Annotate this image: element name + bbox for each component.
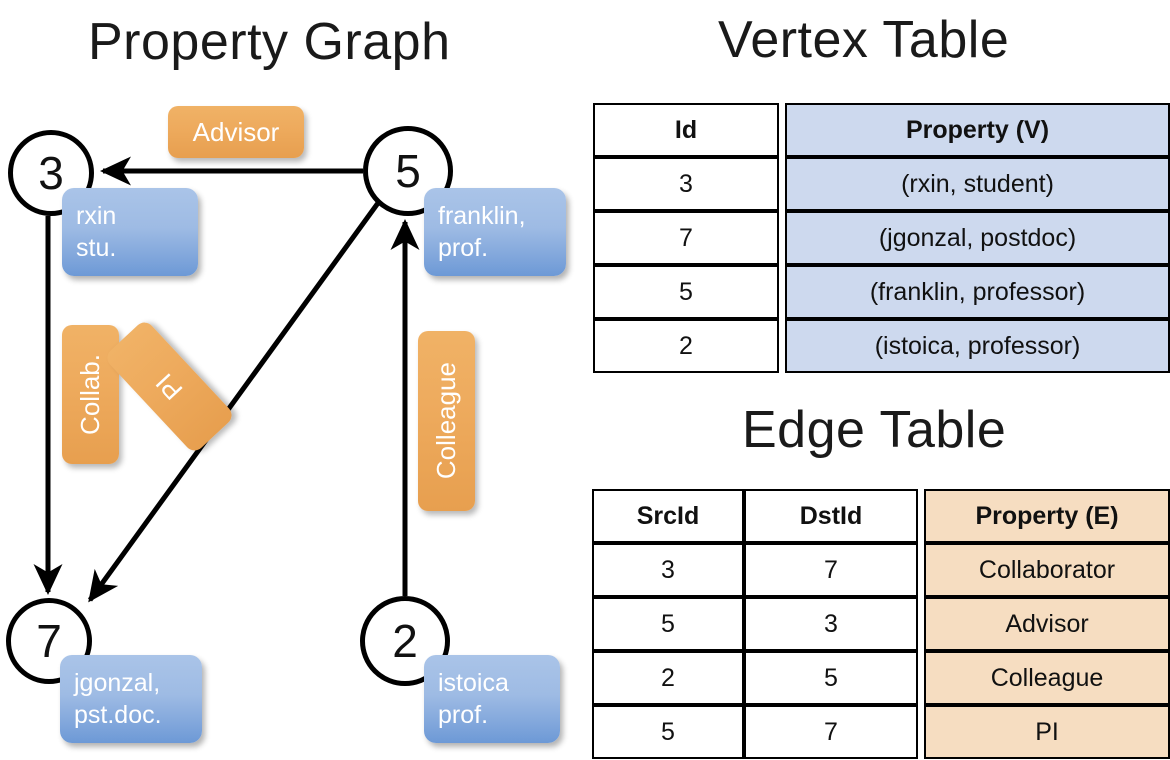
table-row: 7 (jgonzal, postdoc)	[593, 211, 1170, 265]
vertex-row-0-property: (rxin, student)	[785, 157, 1170, 211]
page-title-vertex-table: Vertex Table	[718, 11, 1010, 69]
vertex-table-header-property: Property (V)	[785, 103, 1170, 157]
edge-label-advisor: Advisor	[168, 106, 304, 158]
edge-row-3-src: 5	[592, 705, 744, 759]
vertex-row-0-id: 3	[593, 157, 779, 211]
edge-row-2-dst: 5	[744, 651, 918, 705]
table-row: 2 (istoica, professor)	[593, 319, 1170, 373]
table-row: 3 (rxin, student)	[593, 157, 1170, 211]
vertex-property-istoica-line1: istoica	[438, 669, 509, 697]
edge-label-advisor-text: Advisor	[192, 116, 280, 147]
edge-label-collab-text: Collab.	[75, 354, 105, 435]
vertex-row-3-id: 2	[593, 319, 779, 373]
edge-5-to-7-pi	[87, 201, 381, 603]
edge-table: SrcId DstId Property (E) 3 7 Collaborato…	[592, 489, 1170, 759]
edge-label-pi-text: PI	[149, 367, 189, 407]
table-row: 5 3 Advisor	[592, 597, 1170, 651]
edge-row-3-dst: 7	[744, 705, 918, 759]
table-row: 3 7 Collaborator	[592, 543, 1170, 597]
vertex-property-rxin-line1: rxin	[76, 202, 117, 230]
vertex-table-header-row: Id Property (V)	[593, 103, 1170, 157]
vertex-row-3-property: (istoica, professor)	[785, 319, 1170, 373]
edge-row-1-dst: 3	[744, 597, 918, 651]
graph-node-7-label: 7	[36, 615, 62, 667]
property-graph-diagram: 3 5 7 2 rxin stu. franklin, prof. jgonza…	[6, 106, 566, 743]
vertex-property-box-istoica: istoica prof.	[424, 655, 560, 743]
edge-row-3-property: PI	[924, 705, 1170, 759]
page-title-property-graph: Property Graph	[88, 13, 451, 71]
vertex-property-jgonzal-line1: jgonzal,	[74, 669, 161, 697]
vertex-property-franklin-line2: prof.	[438, 234, 489, 262]
edge-row-0-dst: 7	[744, 543, 918, 597]
vertex-property-box-franklin: franklin, prof.	[424, 188, 566, 276]
graph-node-2-label: 2	[392, 615, 418, 667]
vertex-row-1-id: 7	[593, 211, 779, 265]
edge-label-collab: Collab.	[62, 325, 119, 464]
edge-row-1-src: 5	[592, 597, 744, 651]
edge-row-0-src: 3	[592, 543, 744, 597]
edge-row-1-property: Advisor	[924, 597, 1170, 651]
edge-table-header-srcid: SrcId	[592, 489, 744, 543]
table-row: 5 7 PI	[592, 705, 1170, 759]
edge-table-header-dstid: DstId	[744, 489, 918, 543]
vertex-property-rxin-line2: stu.	[76, 234, 117, 262]
edge-row-0-property: Collaborator	[924, 543, 1170, 597]
vertex-property-jgonzal-line2: pst.doc.	[74, 701, 162, 729]
table-row: 5 (franklin, professor)	[593, 265, 1170, 319]
graph-node-5[interactable]: 5	[363, 126, 453, 216]
vertex-property-franklin-line1: franklin,	[438, 202, 526, 230]
edge-label-colleague: Colleague	[418, 331, 475, 511]
table-row: 2 5 Colleague	[592, 651, 1170, 705]
vertex-row-1-property: (jgonzal, postdoc)	[785, 211, 1170, 265]
vertex-property-box-rxin: rxin stu.	[62, 188, 198, 276]
vertex-row-2-id: 5	[593, 265, 779, 319]
graph-node-2[interactable]: 2	[360, 596, 450, 686]
edge-row-2-src: 2	[592, 651, 744, 705]
vertex-table-header-id: Id	[593, 103, 779, 157]
edge-table-header-row: SrcId DstId Property (E)	[592, 489, 1170, 543]
vertex-property-box-jgonzal: jgonzal, pst.doc.	[60, 655, 202, 743]
graph-node-3-label: 3	[38, 147, 64, 199]
vertex-table: Id Property (V) 3 (rxin, student) 7 (jgo…	[593, 103, 1170, 373]
graph-node-5-label: 5	[395, 145, 421, 197]
edge-row-2-property: Colleague	[924, 651, 1170, 705]
vertex-row-2-property: (franklin, professor)	[785, 265, 1170, 319]
edge-table-header-property: Property (E)	[924, 489, 1170, 543]
page-title-edge-table: Edge Table	[742, 401, 1007, 459]
graph-edges-svg	[33, 156, 420, 603]
edge-label-colleague-text: Colleague	[431, 362, 461, 480]
vertex-property-istoica-line2: prof.	[438, 701, 489, 729]
